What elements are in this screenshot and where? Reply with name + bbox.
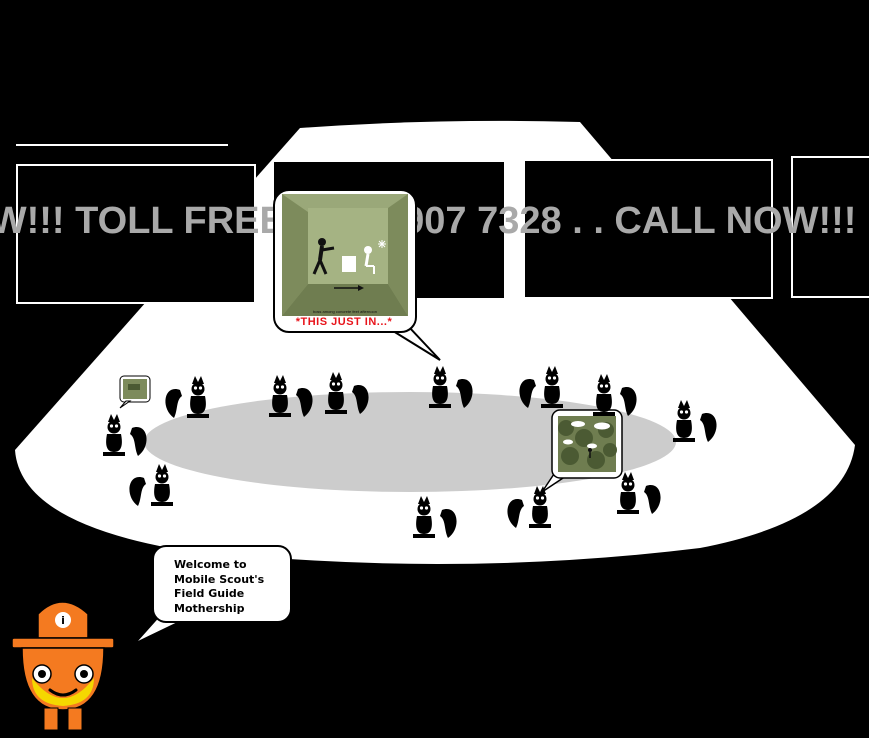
news-thumbnail[interactable]: boss among concrete feet afternoon [282,194,408,316]
forest-bubble[interactable] [534,408,626,494]
ranger-mascot-icon[interactable]: i [8,592,118,734]
welcome-bubble: Welcome to Mobile Scout's Field Guide Mo… [152,545,292,623]
welcome-text: Welcome to Mobile Scout's Field Guide Mo… [174,558,264,616]
news-caption: boss among concrete feet afternoon [312,309,378,314]
screen-panel-3 [523,159,773,299]
welcome-line-3: Field Guide [174,587,245,600]
svg-text:i: i [61,614,65,627]
welcome-line-4: Mothership [174,601,245,615]
screen-panel-4 [791,156,869,298]
news-headline: *THIS JUST IN...* [295,316,393,328]
small-thumbnail-bubble[interactable] [116,374,152,410]
marquee: ALL NOW!!! TOLL FREE 1-408 907 7328 . . … [0,198,869,248]
welcome-line-1: Welcome to [174,558,247,571]
marquee-text: ALL NOW!!! TOLL FREE 1-408 907 7328 . . … [0,200,857,242]
screen-panel-1 [16,164,256,304]
stage-ellipse [144,392,676,492]
stick-figure-room-icon [282,194,408,316]
screen-top-line [16,144,228,146]
welcome-line-2: Mobile Scout's [174,572,265,586]
